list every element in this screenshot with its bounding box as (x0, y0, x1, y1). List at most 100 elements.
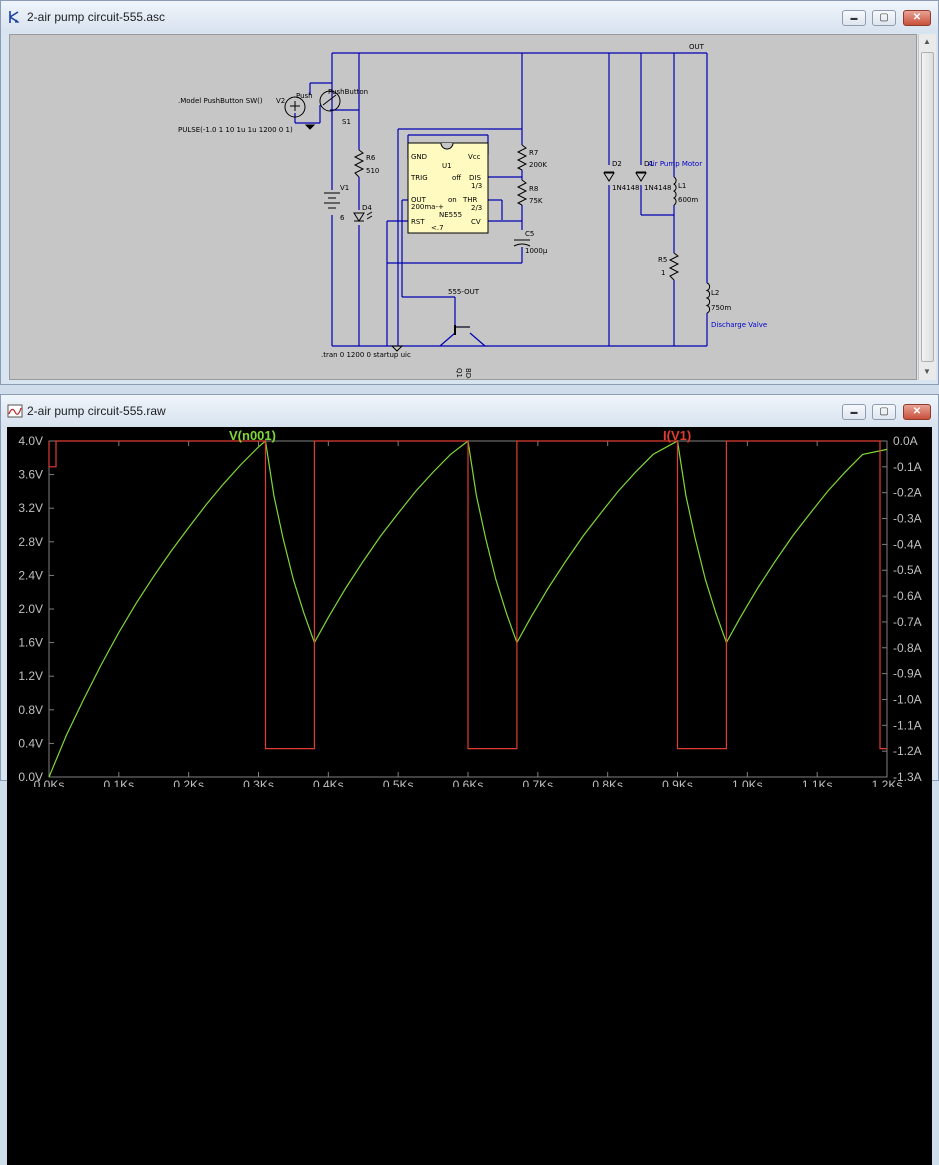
frac-23-label: 2/3 (471, 204, 482, 212)
discharge-valve-label: Discharge Valve (711, 321, 767, 329)
net-555out-label: 555-OUT (448, 288, 480, 296)
plot-titlebar[interactable]: 2-air pump circuit-555.raw ▬ ▢ ✕ (1, 395, 938, 427)
close-icon: ✕ (912, 12, 922, 23)
v2-label: V2 (276, 97, 285, 105)
c5-value: 1000µ (525, 247, 548, 255)
q1-label: Q1 (455, 368, 463, 378)
d1-label: D1 (644, 160, 654, 168)
r8-label: R8 (529, 185, 538, 193)
on-label: on (448, 196, 457, 204)
minimize-icon: ▬ (850, 15, 858, 22)
y-left-tick-label: 2.4V (18, 568, 43, 582)
pin-dis: DIS (469, 174, 481, 182)
plot-close-button[interactable]: ✕ (903, 404, 931, 420)
y-left-tick-label: 2.8V (18, 535, 43, 549)
air-pump-label: Air Pump Motor (648, 160, 702, 168)
schematic-minimize-button[interactable]: ▬ (842, 10, 866, 26)
maximize-icon: ▢ (879, 406, 889, 417)
x-tick-label: 0.6Ks (453, 778, 484, 787)
r6-label: R6 (366, 154, 376, 162)
v1-value: 6 (340, 214, 345, 222)
scroll-down-icon[interactable]: ▼ (923, 367, 931, 376)
x-tick-label: 0.1Ks (103, 778, 134, 787)
schematic-app-icon (9, 11, 20, 23)
schematic-maximize-button[interactable]: ▢ (872, 10, 896, 26)
trace-label-voltage[interactable]: V(n001) (229, 428, 276, 443)
schematic-close-button[interactable]: ✕ (903, 10, 931, 26)
q1-value: BD478 (464, 368, 472, 380)
y-left-tick-label: 0.0V (18, 770, 43, 784)
schematic-wires (294, 52, 708, 347)
pin-gnd: GND (411, 153, 427, 161)
out-spec-label: 200ma-+ (411, 203, 444, 211)
close-icon: ✕ (912, 406, 922, 417)
trace-label-current[interactable]: I(V1) (663, 428, 691, 443)
d4-label: D4 (362, 204, 372, 212)
waveform-app-icon (7, 404, 23, 418)
d2-value: 1N4148 (612, 184, 640, 192)
pin-vcc: Vcc (468, 153, 481, 161)
frac-13-label: 1/3 (471, 182, 482, 190)
schematic-titlebar[interactable]: 2-air pump circuit-555.asc ▬ ▢ ✕ (1, 1, 938, 33)
minimize-icon: ▬ (850, 409, 858, 416)
y-right-tick-label: -1.0A (893, 692, 922, 706)
pulse-directive: PULSE(-1.0 1 10 1u 1u 1200 0 1) (178, 126, 293, 134)
x-tick-label: 0.7Ks (522, 778, 553, 787)
schematic-drawing: .Model PushButton SW() PULSE(-1.0 1 10 1… (178, 43, 767, 380)
y-right-tick-label: -0.6A (893, 589, 922, 603)
r7-label: R7 (529, 149, 538, 157)
plot-minimize-button[interactable]: ▬ (842, 404, 866, 420)
pin-trig: TRIG (410, 174, 428, 182)
pushbutton-label: PushButton (328, 88, 368, 96)
y-left-tick-label: 1.2V (18, 669, 43, 683)
u1-label: U1 (442, 162, 452, 170)
y-right-tick-label: -0.2A (893, 486, 922, 500)
pin-cv: CV (471, 218, 481, 226)
y-right-tick-label: -0.1A (893, 460, 922, 474)
pin-rst: RST (411, 218, 425, 226)
d1-value: 1N4148 (644, 184, 672, 192)
y-right-tick-label: -0.7A (893, 615, 922, 629)
y-left-tick-label: 3.2V (18, 501, 43, 515)
schematic-vertical-scrollbar[interactable]: ▲ ▼ (918, 34, 936, 380)
y-right-tick-label: -0.5A (893, 563, 922, 577)
y-right-tick-label: -0.8A (893, 641, 922, 655)
plot-maximize-button[interactable]: ▢ (872, 404, 896, 420)
c5-label: C5 (525, 230, 534, 238)
off-label: off (452, 174, 461, 182)
x-tick-label: 0.5Ks (383, 778, 414, 787)
y-right-tick-label: -0.9A (893, 667, 922, 681)
r8-value: 75K (529, 197, 543, 205)
x-tick-label: 0.9Ks (662, 778, 693, 787)
scroll-thumb[interactable] (921, 52, 934, 362)
plot-window-title: 2-air pump circuit-555.raw (27, 404, 166, 418)
schematic-components (284, 90, 711, 352)
rst-spec-label: <.7 (431, 224, 444, 232)
x-tick-label: 1.0Ks (732, 778, 763, 787)
r7-value: 200K (529, 161, 547, 169)
maximize-icon: ▢ (879, 12, 889, 23)
y-left-tick-label: 0.8V (18, 703, 43, 717)
l2-value: 750m (711, 304, 731, 312)
v1-label: V1 (340, 184, 349, 192)
net-out-label: OUT (689, 43, 705, 51)
pin-out: OUT (411, 196, 427, 204)
ic-name-label: NE555 (439, 211, 462, 219)
schematic-canvas[interactable]: .Model PushButton SW() PULSE(-1.0 1 10 1… (9, 34, 917, 380)
schematic-window-title: 2-air pump circuit-555.asc (27, 10, 166, 24)
tran-directive: .tran 0 1200 0 startup uic (321, 351, 411, 359)
y-right-tick-label: -1.3A (893, 770, 922, 784)
x-tick-label: 0.3Ks (243, 778, 274, 787)
pin-thr: THR (462, 196, 478, 204)
y-left-tick-label: 3.6V (18, 468, 43, 482)
series-vn001-line (48, 439, 888, 778)
l1-value: 600m (678, 196, 698, 204)
model-directive: .Model PushButton SW() (178, 97, 263, 105)
y-right-tick-label: -0.4A (893, 537, 922, 551)
y-left-tick-label: 1.6V (18, 636, 43, 650)
scroll-up-icon[interactable]: ▲ (923, 37, 931, 46)
